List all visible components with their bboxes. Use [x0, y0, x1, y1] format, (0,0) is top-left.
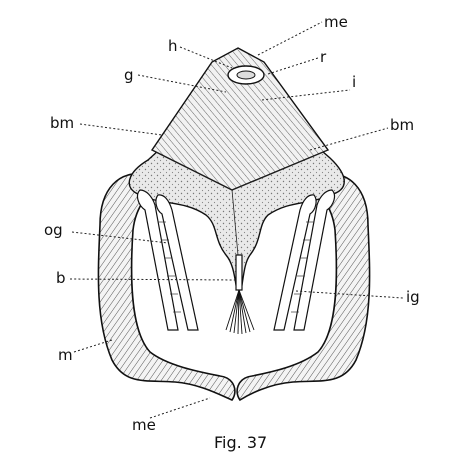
label-b: b [56, 269, 66, 287]
label-ig: ig [406, 288, 420, 306]
label-m: m [58, 346, 73, 364]
brush-tuft [226, 290, 254, 334]
label-i: i [352, 73, 356, 91]
label-me-top: me [324, 13, 348, 31]
label-og: og [44, 221, 63, 239]
label-g: g [124, 66, 134, 84]
eye-lens [237, 71, 255, 79]
label-me-bottom: me [132, 416, 156, 434]
figure-caption: Fig. 37 [214, 433, 267, 452]
central-stalk [236, 255, 242, 290]
label-bm-right: bm [390, 116, 414, 134]
label-h: h [168, 37, 178, 55]
label-bm-left: bm [50, 114, 74, 132]
label-r: r [320, 48, 327, 66]
